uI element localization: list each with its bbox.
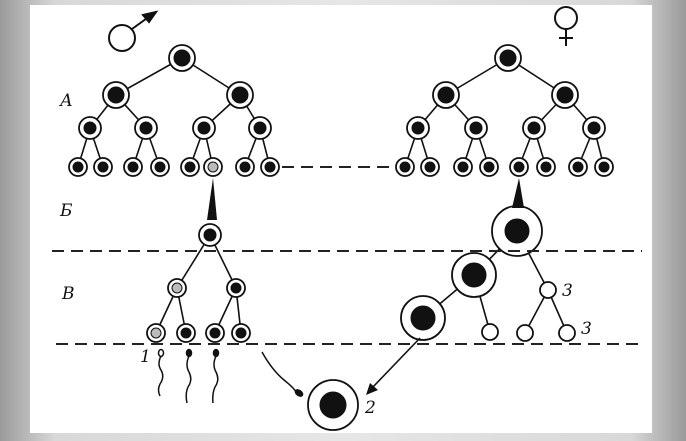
diagram-panel <box>30 5 652 433</box>
female-cell <box>594 157 614 177</box>
male-cell <box>134 116 158 140</box>
spermatocyte-2 <box>167 278 187 298</box>
label-polar-body: 3 <box>562 281 573 301</box>
female-cell <box>406 116 430 140</box>
female-cell <box>395 157 415 177</box>
label-polar-bodies: 3 <box>581 319 592 339</box>
female-cell <box>432 81 460 109</box>
spermatocyte-2 <box>226 278 246 298</box>
male-cell <box>123 157 143 177</box>
male-cell <box>93 157 113 177</box>
polar-body <box>516 324 534 342</box>
male-cell <box>150 157 170 177</box>
label-egg: 2 <box>364 398 376 418</box>
female-symbol <box>554 6 578 46</box>
label-sperm: 1 <box>140 347 151 367</box>
female-cell <box>453 157 473 177</box>
male-cell <box>68 157 88 177</box>
female-cell <box>464 116 488 140</box>
female-cell <box>582 116 606 140</box>
transition-wedge-female <box>512 178 524 208</box>
male-cell <box>203 157 223 177</box>
oocyte-2 <box>451 252 497 298</box>
female-cell <box>494 44 522 72</box>
stage-label-a: А <box>59 91 73 111</box>
stage-label-b: Б <box>59 201 73 221</box>
male-cell <box>78 116 102 140</box>
spermatid <box>231 323 251 343</box>
female-cell <box>568 157 588 177</box>
male-cell <box>192 116 216 140</box>
sperm-cells <box>157 348 304 404</box>
female-cell <box>420 157 440 177</box>
polar-body <box>558 324 576 342</box>
ootid <box>400 295 446 341</box>
male-cell <box>260 157 280 177</box>
male-cell <box>168 44 196 72</box>
transition-wedge-male <box>207 178 217 220</box>
female-cell <box>551 81 579 109</box>
male-cell <box>180 157 200 177</box>
spermatid <box>146 323 166 343</box>
male-cell <box>102 81 130 109</box>
male-symbol <box>108 10 159 52</box>
polar-body <box>481 323 499 341</box>
male-cell <box>248 116 272 140</box>
male-cell <box>235 157 255 177</box>
egg-cell <box>307 379 359 431</box>
spermatid <box>205 323 225 343</box>
female-cell <box>536 157 556 177</box>
oocyte-1 <box>491 205 543 257</box>
polar-body <box>539 281 557 299</box>
male-cell <box>226 81 254 109</box>
stage-label-v: В <box>61 284 75 304</box>
female-cell <box>479 157 499 177</box>
spermatocyte-1 <box>198 223 222 247</box>
female-cell <box>509 157 529 177</box>
spermatid <box>176 323 196 343</box>
arrow-to-egg <box>366 337 421 395</box>
female-cell <box>522 116 546 140</box>
